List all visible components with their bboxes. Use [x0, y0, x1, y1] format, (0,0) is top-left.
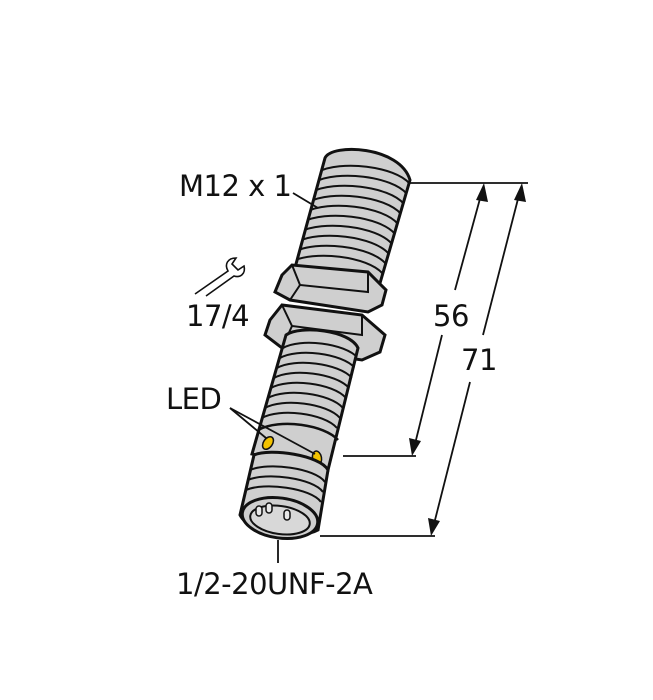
wrench-size-label: 17/4	[186, 299, 250, 333]
hex-nut-upper	[273, 263, 388, 314]
led-leader-right	[229, 407, 316, 455]
dimension-71-label: 71	[461, 343, 497, 377]
led-leader-left	[229, 407, 267, 439]
led-label: LED	[166, 382, 222, 416]
dimension-arrows	[409, 183, 526, 536]
wrench-icon	[194, 257, 246, 297]
upper-thread-barrel	[291, 147, 412, 292]
connector-thread-label: 1/2-20UNF-2A	[176, 567, 373, 601]
connector-pins	[255, 502, 291, 521]
led-indicator-left	[261, 435, 275, 451]
dimension-lines	[320, 182, 528, 537]
thread-label: M12 x 1	[179, 169, 292, 203]
connector-head	[238, 450, 330, 540]
dimension-56-label: 56	[433, 299, 469, 333]
thread-leader	[292, 192, 319, 209]
